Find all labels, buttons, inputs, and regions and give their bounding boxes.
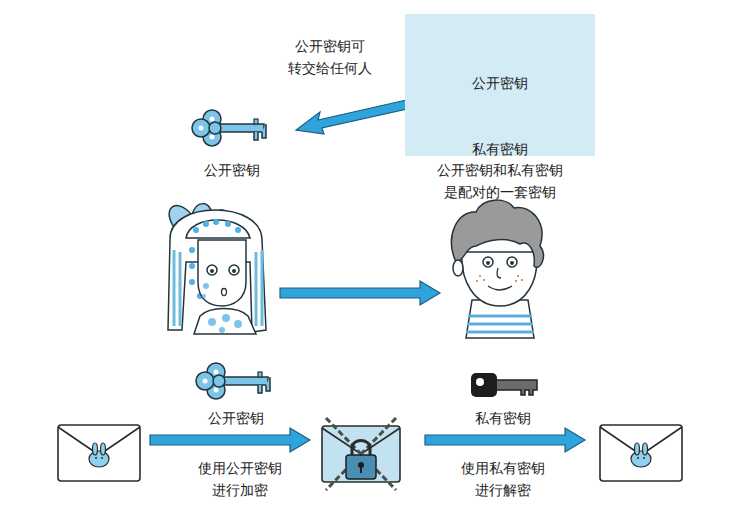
caption-label: 私有密钥 xyxy=(475,408,531,430)
caption-label: 公开密钥可 转交给任何人 xyxy=(288,36,372,79)
send-arrow xyxy=(280,281,440,305)
locked-envelope xyxy=(322,418,400,490)
caption-label: 公开密钥和私有密钥 是配对的一套密钥 xyxy=(437,160,563,203)
caption-label: 公开密钥 xyxy=(208,408,264,430)
caption-label: 使用公开密钥 进行加密 xyxy=(198,458,282,501)
plain-envelope xyxy=(58,425,140,481)
decrypt-arrow xyxy=(425,428,585,452)
plain-envelope xyxy=(600,425,682,481)
caption-label: 公开密钥 xyxy=(204,160,260,182)
caption-label: 使用私有密钥 进行解密 xyxy=(461,458,545,501)
girl-figure xyxy=(168,204,266,334)
key-name: 私有密钥 xyxy=(472,139,528,161)
boy-figure xyxy=(452,200,544,338)
key-pair-panel: 公开密钥私有密钥 xyxy=(405,14,595,156)
public-key xyxy=(196,363,270,399)
public-key xyxy=(192,110,266,146)
key-name: 公开密钥 xyxy=(472,73,528,95)
private-key xyxy=(471,373,537,397)
encrypt-arrow xyxy=(150,428,310,452)
